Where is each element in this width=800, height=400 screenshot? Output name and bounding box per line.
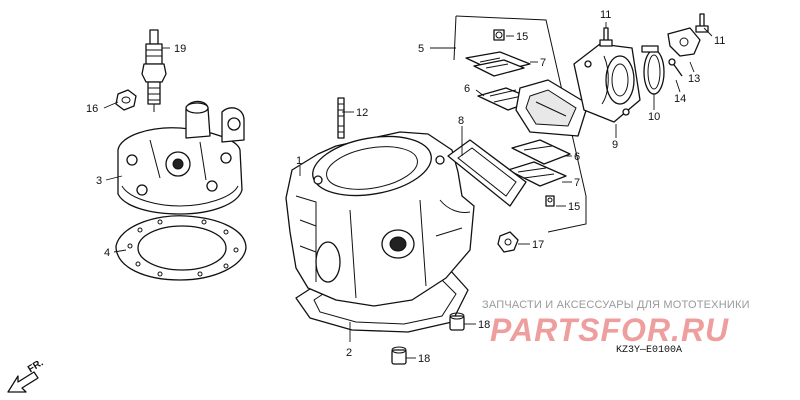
callout-5: 5 [418,43,424,55]
reed-valve-gasket[interactable] [447,139,527,207]
callout-6-upper: 6 [464,83,470,95]
callout-15-upper: 15 [516,31,528,43]
callout-11-right: 11 [714,35,725,47]
reed-valve-upper[interactable] [465,51,531,77]
cylinder-head-nut[interactable] [115,89,137,111]
bolt-left[interactable] [599,27,613,47]
cylinder[interactable] [285,128,475,307]
callout-11-left: 11 [600,9,611,21]
callout-7-lower: 7 [574,177,580,189]
callout-10: 10 [648,111,660,123]
reed-valve-body[interactable] [515,79,589,137]
reed-valve-stopper-lower[interactable] [511,139,571,165]
stud-bolt[interactable] [337,97,345,139]
dowel-pin-lower[interactable] [391,346,407,365]
clamp-screw[interactable] [668,58,683,77]
callout-13: 13 [688,73,700,85]
callout-1: 1 [296,155,302,167]
callout-16: 16 [86,103,98,115]
leader-lines [103,22,713,359]
head-gasket[interactable] [115,215,247,281]
flange-nut[interactable] [497,231,519,253]
diagram-code: KZ3Y—E0100A [616,345,683,356]
callout-12: 12 [356,107,368,119]
callout-3: 3 [96,175,102,187]
dowel-pin-upper[interactable] [449,312,465,331]
spark-plug[interactable] [141,29,167,112]
reed-screw-lower[interactable] [545,195,555,207]
reed-valve-box [453,15,587,233]
callout-18-lower: 18 [418,353,430,365]
clamp-band[interactable] [641,45,665,95]
watermark-logo: PARTSFOR.RU [490,312,730,348]
callout-14: 14 [674,93,686,105]
bolt-right[interactable] [695,13,709,33]
callout-18-upper: 18 [478,319,490,331]
callout-9: 9 [612,139,618,151]
watermark-text: ЗАПЧАСТИ И АКСЕССУАРЫ ДЛЯ МОТОТЕХНИКИ [482,299,750,311]
intake-manifold[interactable] [573,43,641,123]
callout-19: 19 [174,43,186,55]
callout-6-lower: 6 [574,151,580,163]
callout-17: 17 [532,239,544,251]
callout-15-lower: 15 [568,201,580,213]
callout-7-upper: 7 [540,57,546,69]
callout-8: 8 [458,115,464,127]
reed-valve-lower[interactable] [507,161,567,187]
reed-screw-upper[interactable] [493,29,505,41]
callout-2: 2 [346,347,352,359]
callout-4: 4 [104,247,110,259]
front-direction-arrow [7,371,39,393]
carburetor-clamp[interactable] [667,27,701,57]
cylinder-head[interactable] [117,100,245,215]
